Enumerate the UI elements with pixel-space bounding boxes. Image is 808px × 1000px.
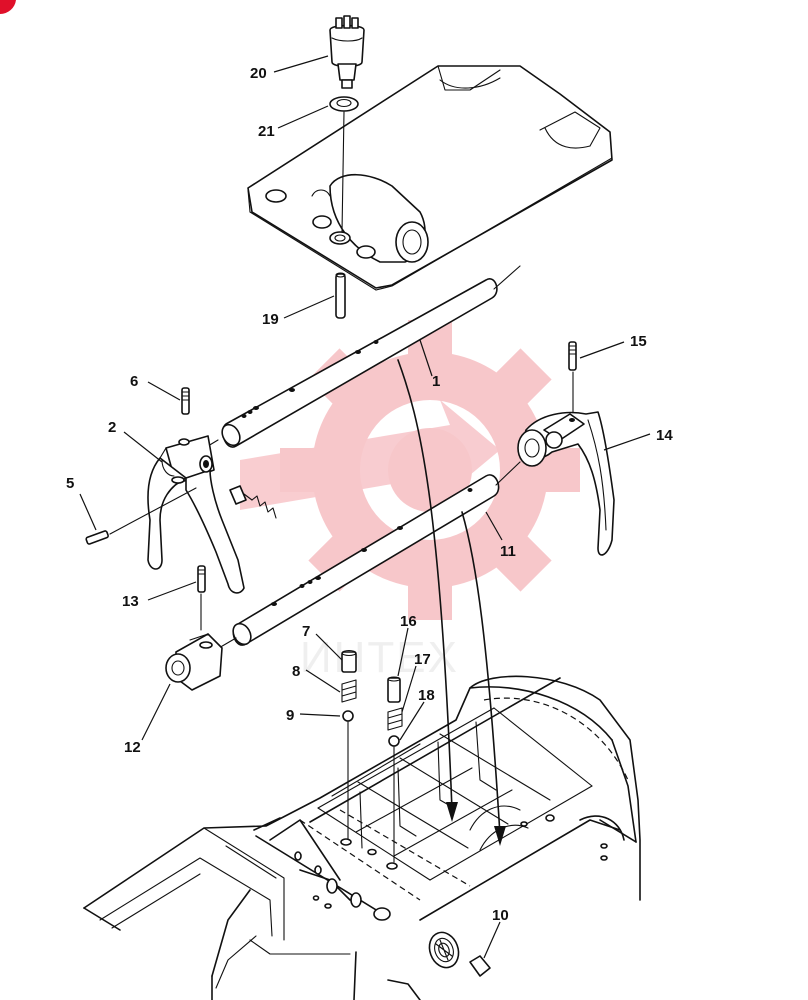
callout-9: 9 xyxy=(286,707,294,724)
callout-15: 15 xyxy=(630,333,647,350)
pin-19 xyxy=(335,272,346,319)
shift-rail-1 xyxy=(221,265,521,448)
assembly-path-curve-1 xyxy=(397,359,453,811)
plug-and-seal-10 xyxy=(428,931,491,977)
watermark-logo: ИНТЕХ xyxy=(240,320,580,682)
assembly-path-curve-2 xyxy=(461,511,501,836)
callout-18: 18 xyxy=(418,687,435,704)
detent-spring-8 xyxy=(341,679,357,703)
callout-6: 6 xyxy=(130,373,138,390)
detent-plunger-7 xyxy=(341,649,357,673)
callout-20: 20 xyxy=(250,65,267,82)
watermark-text: ИНТЕХ xyxy=(300,633,459,682)
pin-6 xyxy=(181,387,190,415)
washer-21 xyxy=(329,96,359,112)
transmission-housing xyxy=(83,675,641,1000)
callout-2: 2 xyxy=(108,419,116,436)
switch-sensor-20 xyxy=(329,15,365,89)
callout-13: 13 xyxy=(122,593,139,610)
callout-5: 5 xyxy=(66,475,74,492)
callout-10: 10 xyxy=(492,907,509,924)
callout-21: 21 xyxy=(258,123,275,140)
pin-5 xyxy=(85,530,109,545)
bolt-and-spring xyxy=(229,485,277,519)
detent-plunger-16 xyxy=(387,676,401,703)
shift-fork-2 xyxy=(147,435,245,594)
detent-ball-9 xyxy=(342,710,354,722)
callout-7: 7 xyxy=(302,623,310,640)
detent-ball-18 xyxy=(388,735,400,747)
callout-12: 12 xyxy=(124,739,141,756)
shift-block-12 xyxy=(165,633,223,691)
pin-13 xyxy=(197,565,206,593)
leader-lines xyxy=(79,55,651,959)
corner-marker xyxy=(0,0,16,15)
callout-14: 14 xyxy=(656,427,673,444)
callout-19: 19 xyxy=(262,311,279,328)
detent-spring-17 xyxy=(387,707,403,731)
callout-11: 11 xyxy=(500,543,516,560)
pin-15 xyxy=(568,341,577,371)
callout-16: 16 xyxy=(400,613,417,630)
callout-labels: 20 21 19 6 2 5 13 12 1 11 15 14 7 8 9 16… xyxy=(66,65,673,924)
shift-fork-14 xyxy=(517,411,615,556)
callout-1: 1 xyxy=(432,373,440,390)
callout-8: 8 xyxy=(292,663,300,680)
callout-17: 17 xyxy=(414,651,431,668)
top-cover xyxy=(247,65,613,291)
